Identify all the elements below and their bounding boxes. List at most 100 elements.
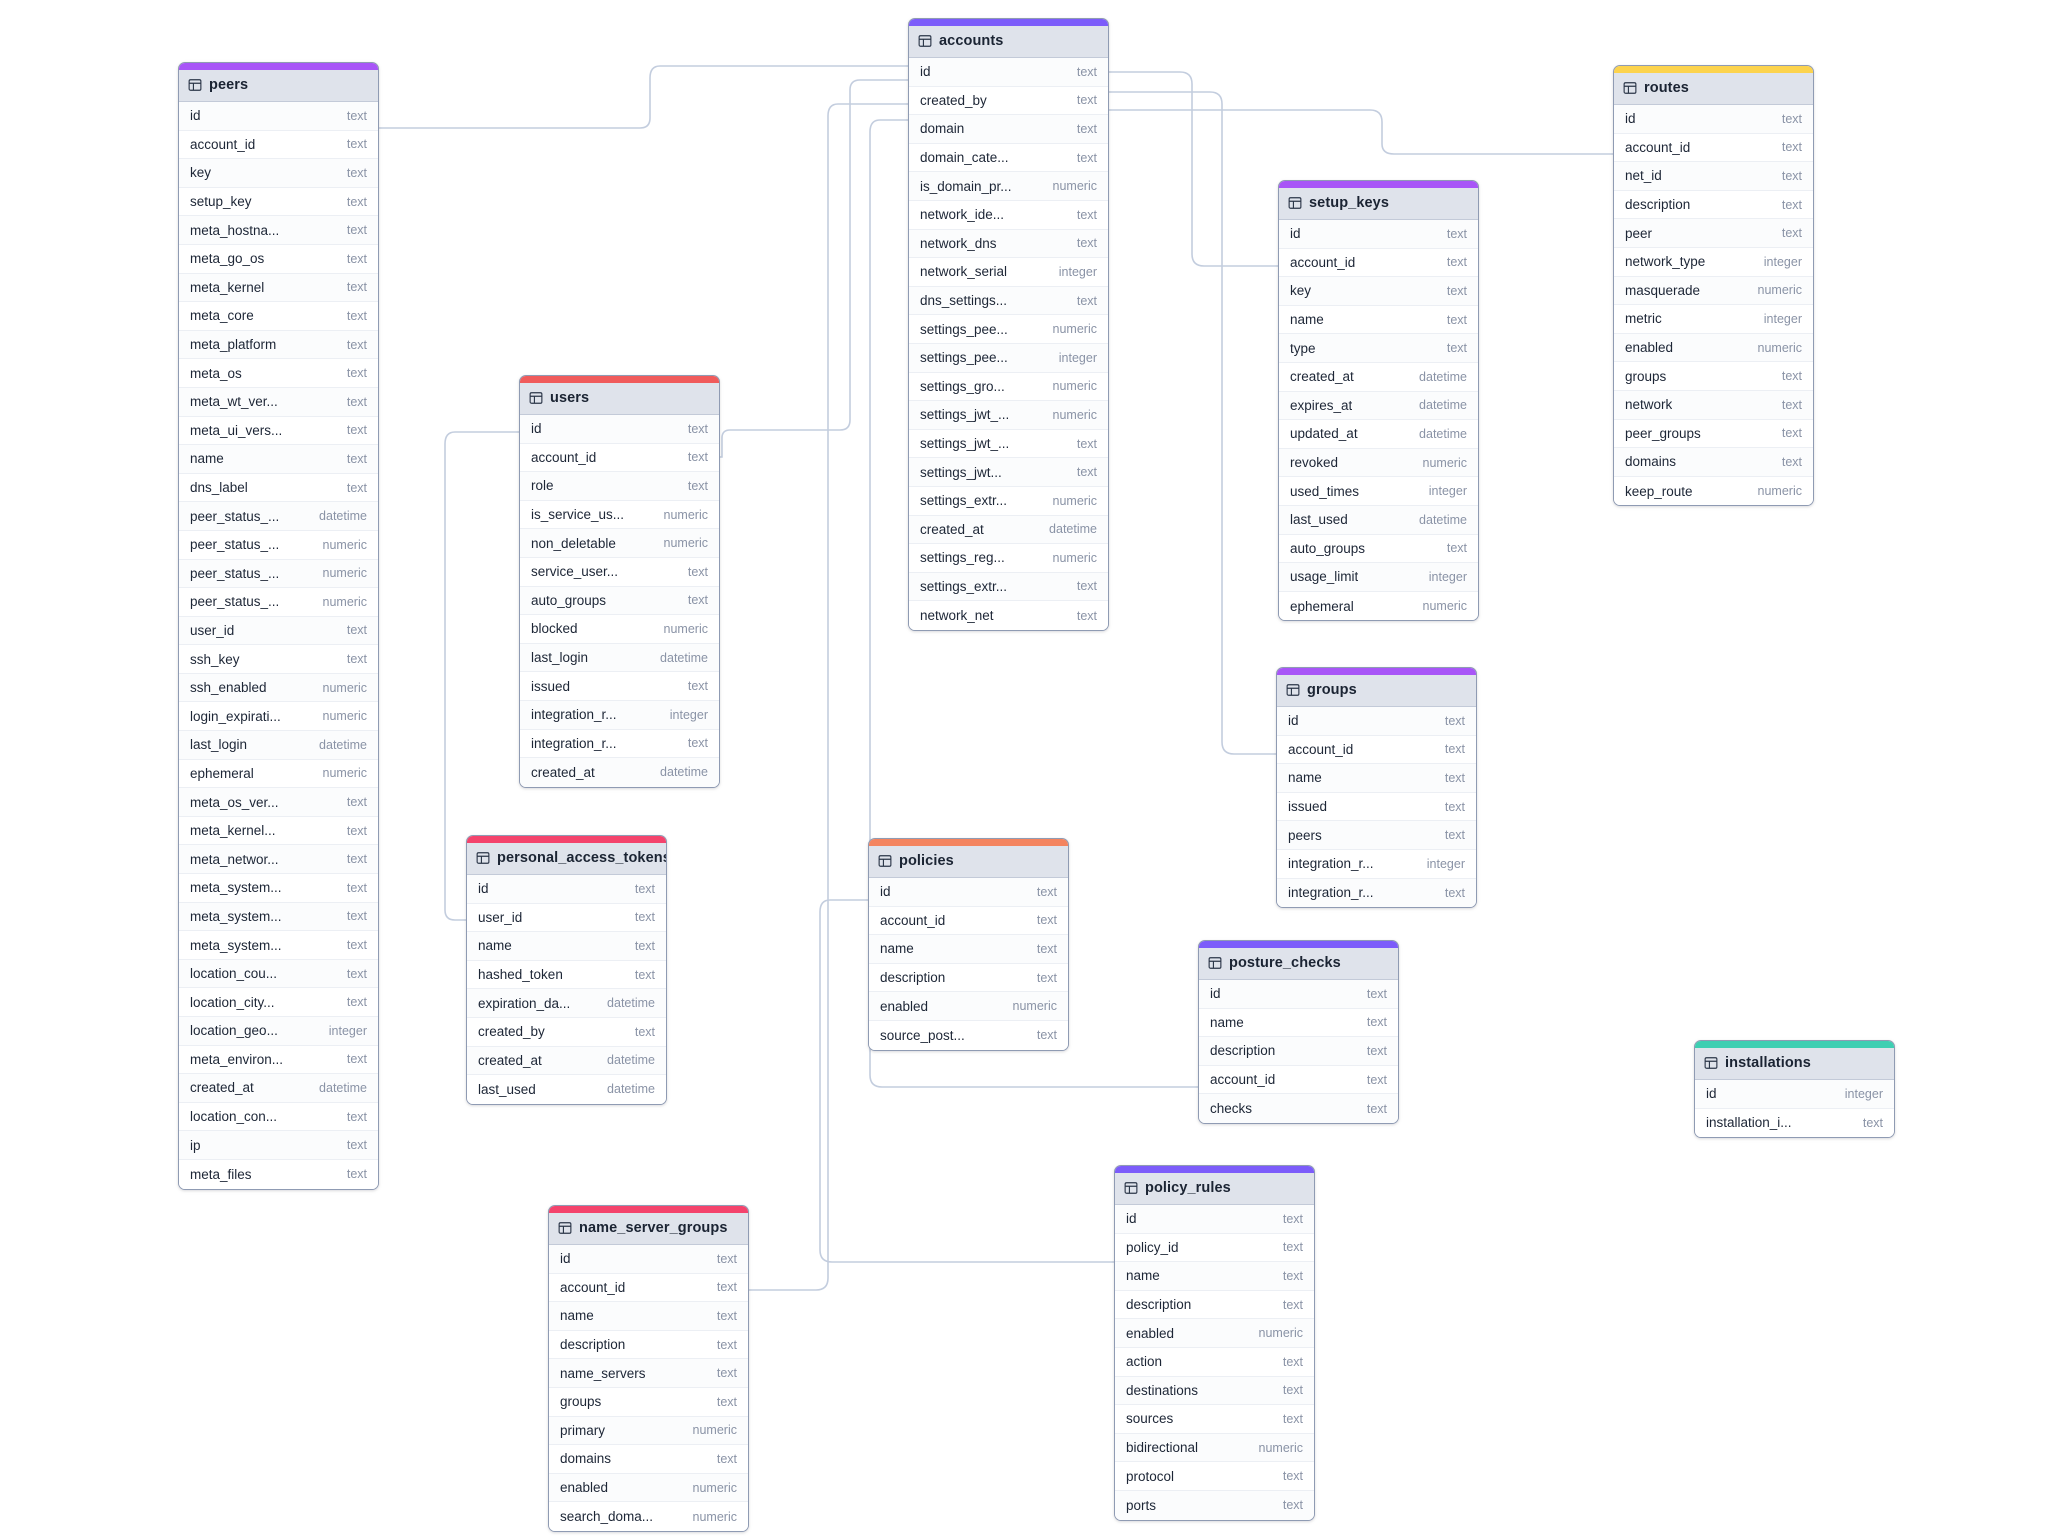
table-row[interactable]: meta_hostna...text	[179, 216, 378, 245]
table-header[interactable]: peers	[179, 70, 378, 102]
table-row[interactable]: meta_wt_ver...text	[179, 387, 378, 417]
table-header[interactable]: routes	[1614, 73, 1813, 105]
table-row[interactable]: login_expirati...numeric	[179, 702, 378, 732]
table-header[interactable]: setup_keys	[1279, 188, 1478, 220]
table-header[interactable]: policies	[869, 846, 1068, 878]
table-header[interactable]: personal_access_tokens	[467, 843, 666, 875]
table-row[interactable]: meta_environ...text	[179, 1045, 378, 1075]
table-row[interactable]: meta_system...text	[179, 931, 378, 960]
table-row[interactable]: search_doma...numeric	[549, 1502, 748, 1531]
table-row[interactable]: location_cou...text	[179, 959, 378, 989]
table-row[interactable]: settings_reg...numeric	[909, 544, 1108, 573]
table-row[interactable]: settings_jwt_...text	[909, 429, 1108, 459]
table-row[interactable]: meta_os_ver...text	[179, 788, 378, 817]
table-row[interactable]: meta_system...text	[179, 874, 378, 903]
table-row[interactable]: location_geo...integer	[179, 1017, 378, 1046]
table-row[interactable]: integration_r...integer	[1277, 849, 1476, 879]
table-row[interactable]: settings_pee...integer	[909, 343, 1108, 373]
table-row[interactable]: integration_r...text	[1277, 878, 1476, 908]
table-row[interactable]: peer_status_...datetime	[179, 502, 378, 531]
table-row[interactable]: settings_extr...numeric	[909, 486, 1108, 516]
table-row[interactable]: installation_i...text	[1695, 1108, 1894, 1138]
table-row[interactable]: integration_r...integer	[520, 700, 719, 730]
table-row[interactable]: meta_ui_vers...text	[179, 416, 378, 446]
table-row[interactable]: service_user...text	[520, 557, 719, 587]
table-header[interactable]: users	[520, 383, 719, 415]
table-row[interactable]: settings_jwt...text	[909, 458, 1108, 487]
table-header[interactable]: name_server_groups	[549, 1213, 748, 1245]
table-row[interactable]: dns_settings...text	[909, 286, 1108, 316]
table-header[interactable]: policy_rules	[1115, 1173, 1314, 1205]
table-row[interactable]: expiration_da...datetime	[467, 989, 666, 1018]
